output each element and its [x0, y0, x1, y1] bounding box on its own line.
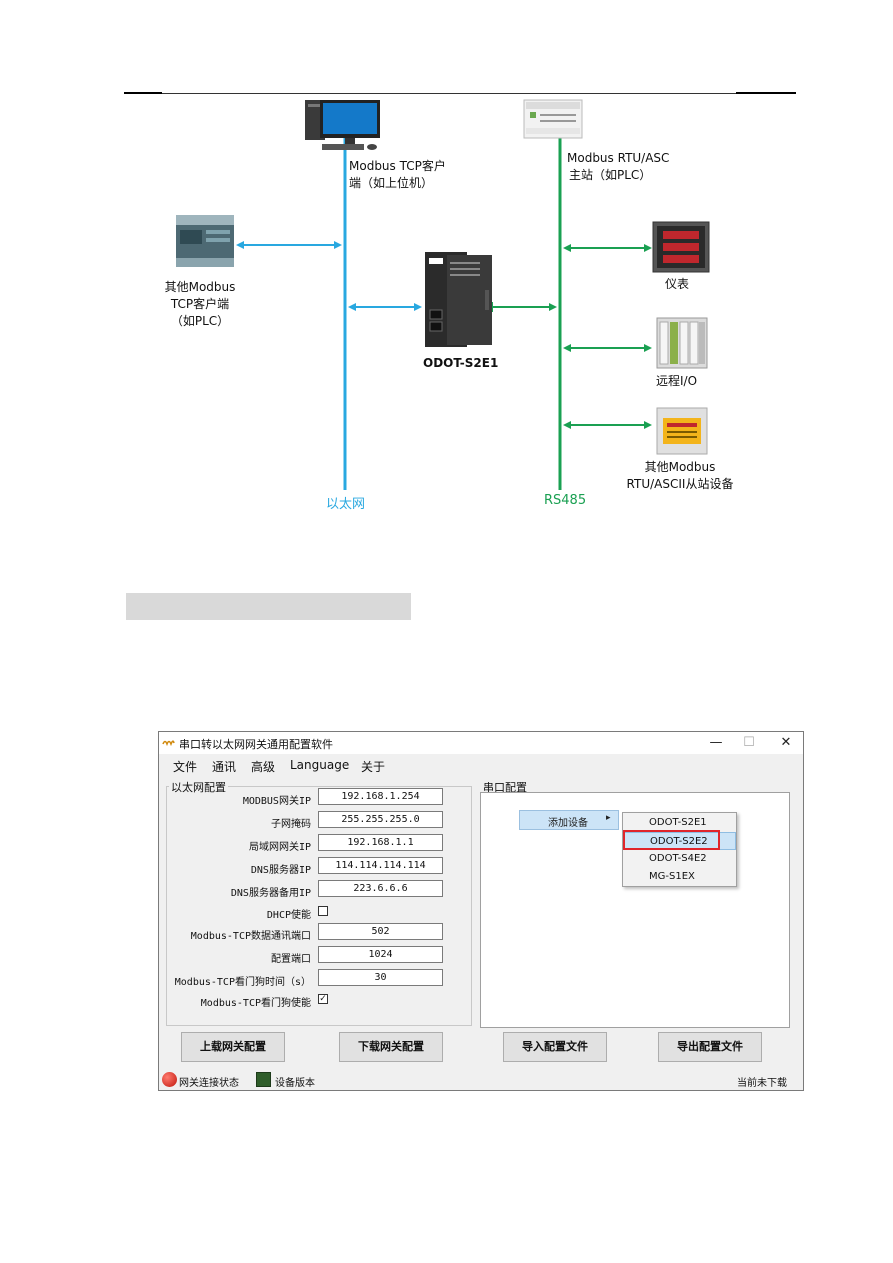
- connection-status-label: 网关连接状态: [179, 1078, 239, 1089]
- submenu-item-odot-s2e1[interactable]: ODOT-S2E1: [649, 817, 707, 828]
- menu-advanced[interactable]: 高级: [251, 760, 276, 774]
- ethernet-label: 以太网: [326, 497, 366, 512]
- ethernet-config-title: 以太网配置: [169, 779, 228, 795]
- lan-gateway-ip-input[interactable]: 192.168.1.1: [318, 834, 443, 851]
- connection-status-icon: [162, 1072, 177, 1087]
- slave-label: 其他Modbus RTU/ASCII从站设备: [626, 460, 734, 491]
- device-version-label: 设备版本: [275, 1078, 315, 1089]
- config-software-window: 串口转以太网网关通用配置软件 — ☐ ✕ 文件 通讯 高级 Language 关…: [158, 731, 804, 1091]
- submenu-item-odot-s4e2[interactable]: ODOT-S4E2: [649, 853, 707, 864]
- download-status-text: 当前未下载: [737, 1078, 787, 1089]
- device-submenu: ODOT-S2E1 ODOT-S2E2 ODOT-S4E2 MG-S1EX: [622, 812, 737, 887]
- maximize-button[interactable]: ☐: [743, 735, 755, 750]
- export-config-button[interactable]: 导出配置文件: [658, 1032, 762, 1062]
- desktop-pc-icon: [305, 100, 380, 150]
- submenu-item-mg-s1ex[interactable]: MG-S1EX: [649, 871, 695, 882]
- title-bar: 串口转以太网网关通用配置软件 — ☐ ✕: [159, 732, 803, 754]
- gateway-label: ODOT-S2E1: [423, 356, 499, 370]
- master-label: Modbus RTU/ASC 主站（如PLC）: [567, 151, 670, 182]
- header-rule-left-accent: [124, 92, 162, 94]
- import-config-button[interactable]: 导入配置文件: [503, 1032, 607, 1062]
- dhcp-checkbox[interactable]: [318, 906, 328, 916]
- dns-backup-ip-label: DNS服务器备用IP: [230, 888, 311, 899]
- dhcp-label: DHCP使能: [266, 910, 311, 921]
- watchdog-enable-label: Modbus-TCP看门狗使能: [200, 998, 311, 1009]
- header-rule: [124, 93, 796, 94]
- close-button[interactable]: ✕: [780, 735, 792, 750]
- gateway-ip-input[interactable]: 192.168.1.254: [318, 788, 443, 805]
- minimize-button[interactable]: —: [709, 735, 723, 750]
- menu-about[interactable]: 关于: [361, 760, 386, 774]
- client-plc-label: 其他Modbus TCP客户端 （如PLC）: [164, 280, 236, 328]
- subnet-mask-input[interactable]: 255.255.255.0: [318, 811, 443, 828]
- add-device-label: 添加设备: [548, 818, 588, 829]
- window-title: 串口转以太网网关通用配置软件: [179, 738, 333, 751]
- menu-comm[interactable]: 通讯: [212, 760, 237, 774]
- tcp-port-label: Modbus-TCP数据通讯端口: [190, 931, 311, 942]
- dns-ip-label: DNS服务器IP: [250, 865, 311, 876]
- config-port-label: 配置端口: [271, 954, 311, 965]
- selection-highlight-box: [623, 830, 720, 850]
- submenu-arrow-icon: ▸: [606, 813, 611, 823]
- lan-gateway-ip-label: 局域网网关IP: [248, 842, 311, 853]
- gateway-ip-label: MODBUS网关IP: [242, 796, 311, 807]
- serial-config-panel: 添加设备 ▸ ODOT-S2E1 ODOT-S2E2 ODOT-S4E2 MG-…: [480, 792, 790, 1028]
- remote-io-icon: [656, 317, 708, 369]
- add-device-menu-item[interactable]: 添加设备 ▸: [519, 810, 619, 830]
- subnet-mask-label: 子网掩码: [271, 819, 311, 830]
- client-plc-icon: [176, 215, 234, 267]
- menu-language[interactable]: Language: [290, 758, 350, 772]
- pc-label: Modbus TCP客户 端（如上位机）: [349, 159, 446, 190]
- slave-device-icon: [656, 407, 708, 455]
- network-diagram: [176, 99, 710, 490]
- download-config-button[interactable]: 下载网关配置: [339, 1032, 443, 1062]
- watchdog-enable-checkbox[interactable]: ✓: [318, 994, 328, 1004]
- menu-file[interactable]: 文件: [173, 760, 198, 774]
- config-port-input[interactable]: 1024: [318, 946, 443, 963]
- device-version-icon: [256, 1072, 271, 1087]
- section-heading-bar: [126, 593, 411, 620]
- watchdog-time-label: Modbus-TCP看门狗时间（s）: [174, 977, 311, 988]
- watchdog-time-input[interactable]: 30: [318, 969, 443, 986]
- header-rule-right-accent: [736, 92, 796, 94]
- dns-ip-input[interactable]: 114.114.114.114: [318, 857, 443, 874]
- power-meter-icon: [652, 221, 710, 273]
- tcp-port-input[interactable]: 502: [318, 923, 443, 940]
- rs485-label: RS485: [544, 493, 587, 508]
- gateway-device-icon: [425, 252, 492, 347]
- app-logo-icon: [162, 740, 175, 747]
- status-bar: 网关连接状态 设备版本 当前未下载: [159, 1070, 803, 1090]
- remote-io-label: 远程I/O: [656, 374, 698, 388]
- dns-backup-ip-input[interactable]: 223.6.6.6: [318, 880, 443, 897]
- ethernet-config-group: [166, 786, 472, 1026]
- serial-config-title: 串口配置: [481, 779, 529, 795]
- menu-bar: 文件 通讯 高级 Language 关于: [159, 754, 803, 776]
- meter-label: 仪表: [665, 277, 690, 291]
- upload-config-button[interactable]: 上载网关配置: [181, 1032, 285, 1062]
- master-plc-icon: [523, 99, 583, 139]
